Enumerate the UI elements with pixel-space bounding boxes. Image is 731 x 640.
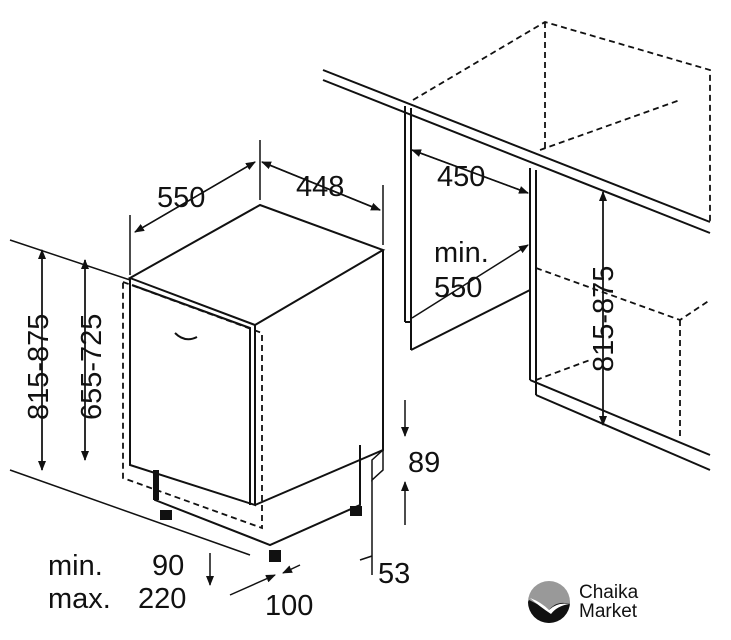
niche-width-label: 450: [437, 161, 485, 193]
foot: [269, 550, 281, 562]
depth-label: 550: [157, 182, 205, 214]
foot: [160, 510, 172, 520]
chaika-market-logo: Chaika Market: [527, 580, 638, 624]
cabinet-niche: [322, 21, 711, 471]
dimension-lines: [9, 140, 607, 596]
plinth-min-text: min.: [48, 550, 103, 582]
plinth-max-value: 220: [138, 583, 186, 615]
height-total-label: 815-875: [23, 314, 55, 420]
seagull-icon: [528, 581, 570, 623]
foot: [350, 506, 362, 516]
niche-height-label: 815-875: [588, 266, 620, 372]
plinth-min-value: 90: [152, 550, 184, 582]
plinth-max-text: max.: [48, 583, 111, 615]
plinth-bottom-label: 53: [378, 558, 410, 590]
dishwasher: [122, 203, 386, 562]
foot-offset-label: 100: [265, 590, 313, 622]
niche-depth-label: 550: [434, 272, 482, 304]
door-height-label: 655-725: [76, 314, 108, 420]
plinth-top-label: 89: [408, 447, 440, 479]
width-label: 448: [296, 171, 344, 203]
logo-line2: Market: [579, 601, 638, 622]
door-handle: [174, 332, 198, 341]
logo-line1: Chaika: [579, 582, 639, 603]
niche-depth-min-label: min.: [434, 237, 489, 269]
